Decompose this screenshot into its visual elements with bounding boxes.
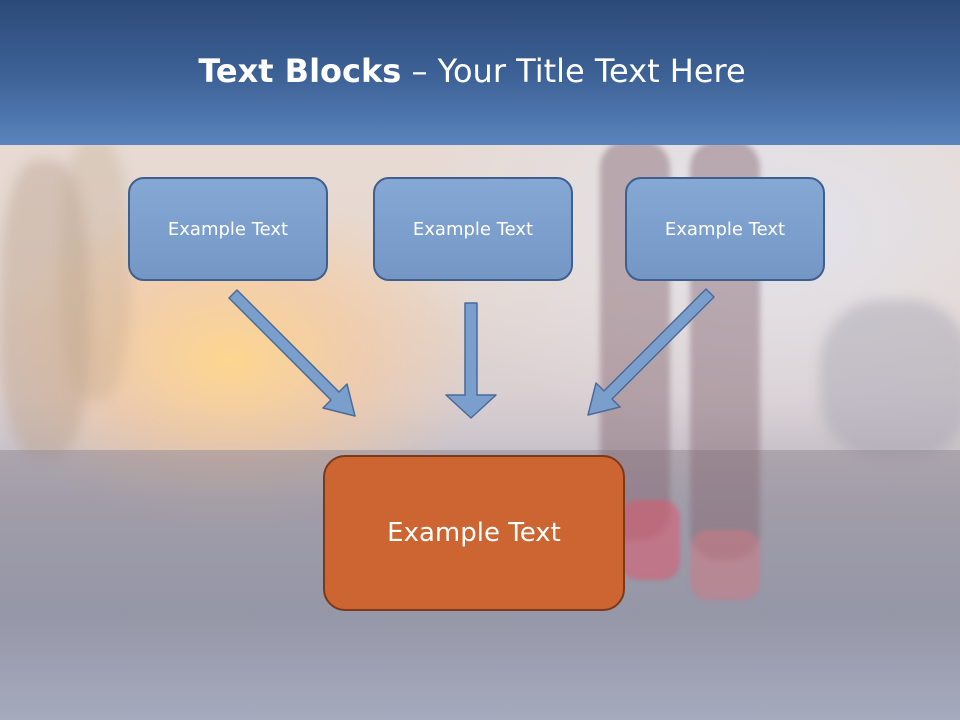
background-tree [0,160,90,460]
title-banner: Text Blocks – Your Title Text Here [0,0,960,145]
text-block-1: Example Text [128,177,328,281]
text-block-2: Example Text [373,177,573,281]
title-separator: – [401,52,438,90]
arrow-left-diagonal [228,289,356,417]
title-bold-part: Text Blocks [198,52,402,90]
background-tree [820,300,960,460]
runner-shoe [690,530,760,600]
runner-shoe [620,500,680,580]
title-rest-part: Your Title Text Here [437,52,746,90]
arrow-center-down [445,302,497,419]
background-tree [60,140,130,400]
slide-title: Text Blocks – Your Title Text Here [0,52,944,90]
result-block: Example Text [323,455,625,611]
arrow-right-diagonal [587,288,715,416]
text-block-3: Example Text [625,177,825,281]
